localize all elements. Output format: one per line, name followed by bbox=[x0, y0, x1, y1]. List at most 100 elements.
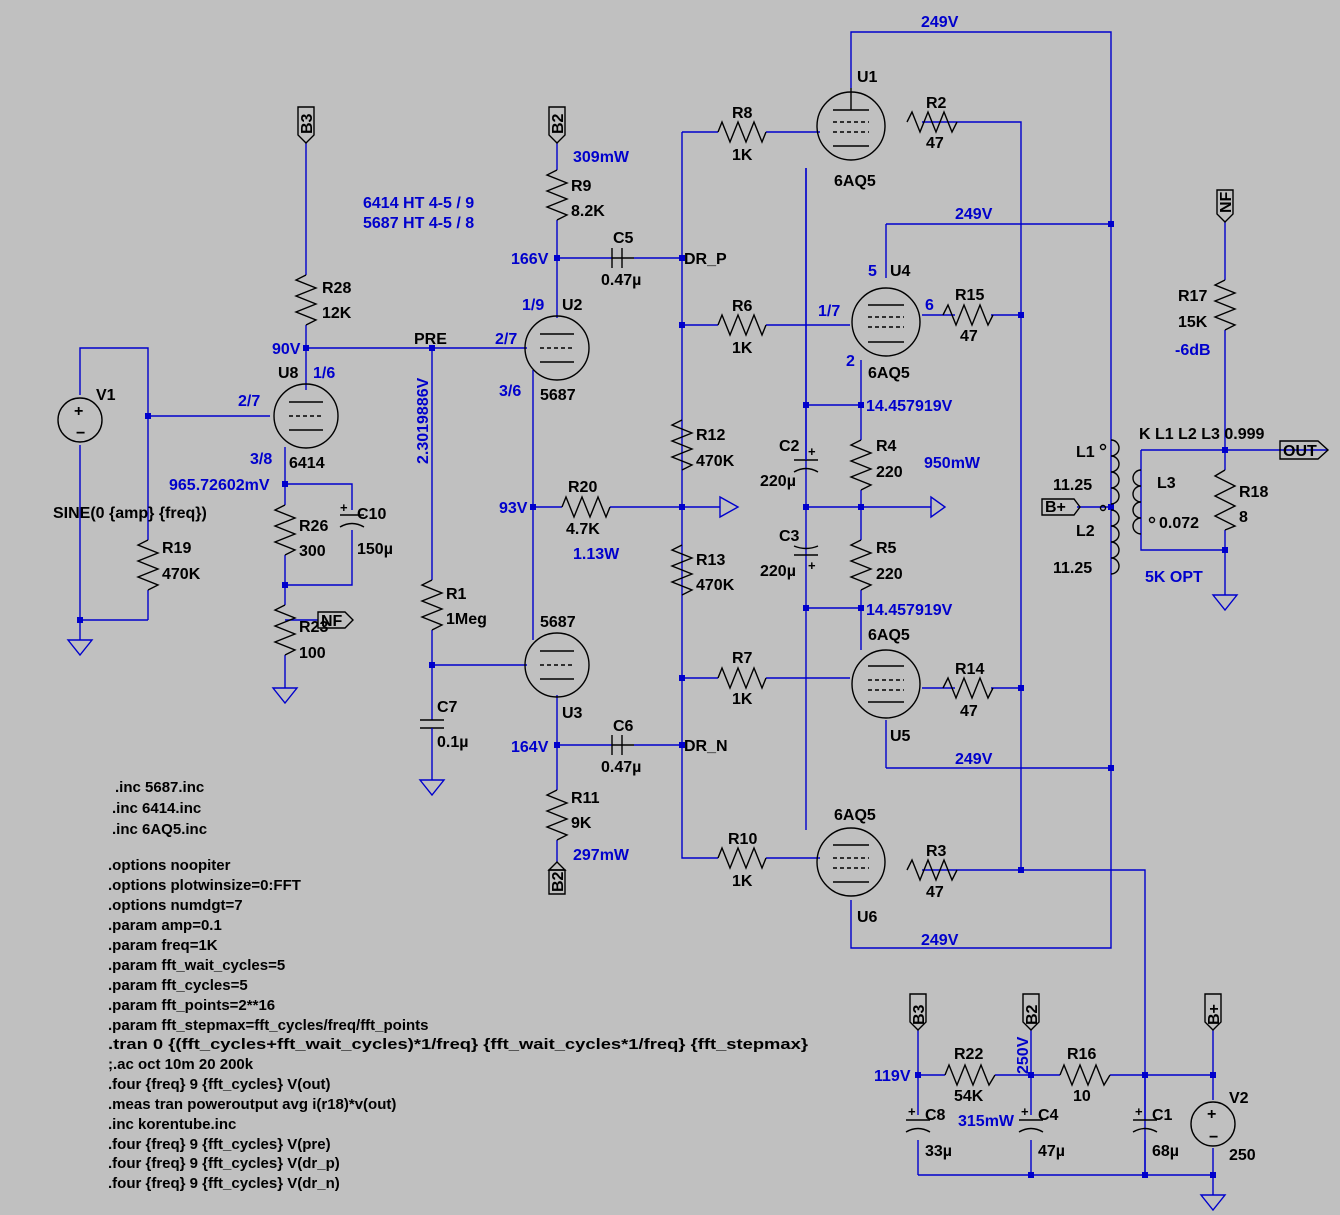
readout-297mw: 297mW bbox=[573, 847, 630, 864]
readout-250v: 250V bbox=[1015, 1036, 1032, 1074]
u2-model: 5687 bbox=[540, 387, 576, 404]
u4-model: 6AQ5 bbox=[868, 365, 910, 382]
resistor-symbols bbox=[136, 110, 1237, 1087]
v2-ref: V2 bbox=[1229, 1090, 1249, 1107]
k-coupling: K L1 L2 L3 0.999 bbox=[1139, 426, 1264, 443]
u4-pin5: 5 bbox=[868, 263, 877, 280]
r17-ref: R17 bbox=[1178, 288, 1207, 305]
tube-u2 bbox=[524, 315, 590, 381]
tube-u3 bbox=[524, 632, 590, 698]
net-b2-bottom: B2 bbox=[550, 871, 567, 892]
net-flags: B3 B2 B2 NF NF OUT B+ B3 B2 B+ bbox=[297, 106, 1330, 1031]
readout-249v-u5: 249V bbox=[955, 751, 993, 768]
r9-value: 8.2K bbox=[571, 203, 605, 220]
l2-value: 11.25 bbox=[1053, 560, 1092, 577]
c3-ref: C3 bbox=[779, 528, 800, 545]
u8-pin27: 2/7 bbox=[238, 393, 260, 410]
l3-value: 0.072 bbox=[1159, 515, 1199, 532]
u3-ref: U3 bbox=[562, 705, 583, 722]
r2-ref: R2 bbox=[926, 95, 947, 112]
net-out: OUT bbox=[1283, 443, 1317, 460]
r8-ref: R8 bbox=[732, 105, 753, 122]
c8-ref: C8 bbox=[925, 1107, 946, 1124]
readout-cathode-top: 14.457919V bbox=[866, 398, 953, 415]
r4-value: 220 bbox=[876, 464, 903, 481]
directive-line: .param fft_points=2**16 bbox=[108, 997, 275, 1014]
readout-90v: 90V bbox=[272, 341, 301, 358]
r10-ref: R10 bbox=[728, 831, 757, 848]
directive-line: .inc korentube.inc bbox=[108, 1116, 236, 1133]
tube-u5 bbox=[851, 649, 921, 719]
v1-ref: V1 bbox=[96, 387, 116, 404]
c3-value: 220µ bbox=[760, 563, 796, 580]
r22-value: 54K bbox=[954, 1088, 984, 1105]
c6-ref: C6 bbox=[613, 718, 634, 735]
r28-ref: R28 bbox=[322, 280, 351, 297]
r20-ref: R20 bbox=[568, 479, 597, 496]
note-ht-5687: 5687 HT 4-5 / 8 bbox=[363, 215, 474, 232]
net-b2-ps: B2 bbox=[1024, 1004, 1041, 1025]
r4-ref: R4 bbox=[876, 438, 897, 455]
directive-line: .meas tran poweroutput avg i(r18)*v(out) bbox=[108, 1096, 396, 1113]
r3-ref: R3 bbox=[926, 843, 947, 860]
r14-ref: R14 bbox=[955, 661, 984, 678]
u4-pin2: 2 bbox=[846, 353, 855, 370]
u4-ref: U4 bbox=[890, 263, 911, 280]
directive-line: .four {freq} 9 {fft_cycles} V(dr_n) bbox=[108, 1175, 340, 1192]
directive-line: .param fft_cycles=5 bbox=[108, 977, 248, 994]
readout-119v: 119V bbox=[874, 1068, 911, 1085]
r12-value: 470K bbox=[696, 453, 735, 470]
c4-value: 47µ bbox=[1038, 1143, 1065, 1160]
u6-ref: U6 bbox=[857, 909, 878, 926]
u4-pin17: 1/7 bbox=[818, 303, 840, 320]
net-bplus-ps: B+ bbox=[1206, 1004, 1223, 1025]
r26-ref: R26 bbox=[299, 518, 328, 535]
net-b3-top: B3 bbox=[299, 113, 316, 134]
r17-value: 15K bbox=[1178, 314, 1208, 331]
r7-value: 1K bbox=[732, 691, 753, 708]
svg-text:+: + bbox=[1207, 1106, 1216, 1123]
r26-value: 300 bbox=[299, 543, 326, 560]
r10-value: 1K bbox=[732, 873, 753, 890]
spice-directives: .inc 5687.inc .inc 6414.inc .inc 6AQ5.in… bbox=[108, 779, 808, 1192]
tube-symbols bbox=[273, 88, 921, 897]
l1-ref: L1 bbox=[1076, 444, 1095, 461]
u6-model: 6AQ5 bbox=[834, 807, 876, 824]
directive-line: .four {freq} 9 {fft_cycles} V(pre) bbox=[108, 1136, 331, 1153]
c1-value: 68µ bbox=[1152, 1143, 1179, 1160]
c10-value: 150µ bbox=[357, 541, 393, 558]
c7-ref: C7 bbox=[437, 699, 458, 716]
u5-model: 6AQ5 bbox=[868, 627, 910, 644]
c7-value: 0.1µ bbox=[437, 734, 468, 751]
sources: +− +− bbox=[57, 397, 1236, 1147]
u2-pin36: 3/6 bbox=[499, 383, 521, 400]
r2-value: 47 bbox=[926, 135, 944, 152]
r28-value: 12K bbox=[322, 305, 352, 322]
l1-value: 11.25 bbox=[1053, 477, 1092, 494]
r23-value: 100 bbox=[299, 645, 326, 662]
c5-ref: C5 bbox=[613, 230, 634, 247]
readout-166v: 166V bbox=[511, 251, 549, 268]
r20-value: 4.7K bbox=[566, 521, 600, 538]
directive-line: .param freq=1K bbox=[108, 937, 218, 954]
readout-950mw: 950mW bbox=[924, 455, 981, 472]
note-ht-6414: 6414 HT 4-5 / 9 bbox=[363, 195, 474, 212]
svg-text:+: + bbox=[1135, 1104, 1143, 1119]
svg-text:+: + bbox=[808, 444, 816, 459]
r5-value: 220 bbox=[876, 566, 903, 583]
r5-ref: R5 bbox=[876, 540, 897, 557]
u1-model: 6AQ5 bbox=[834, 173, 876, 190]
component-labels: U1 6AQ5 U4 6AQ5 5 1/7 6 2 6AQ5 U5 6AQ5 U… bbox=[53, 69, 1268, 1164]
readout-249v-u4: 249V bbox=[955, 206, 993, 223]
c6-value: 0.47µ bbox=[601, 759, 641, 776]
transformer bbox=[1099, 439, 1156, 575]
v1-value: SINE(0 {amp} {freq}) bbox=[53, 505, 207, 522]
junctions bbox=[77, 221, 1228, 1178]
u2-pin27: 2/7 bbox=[495, 331, 517, 348]
r14-value: 47 bbox=[960, 703, 978, 720]
c1-ref: C1 bbox=[1152, 1107, 1173, 1124]
r18-ref: R18 bbox=[1239, 484, 1268, 501]
r16-ref: R16 bbox=[1067, 1046, 1096, 1063]
directive-line: .options numdgt=7 bbox=[108, 897, 243, 914]
